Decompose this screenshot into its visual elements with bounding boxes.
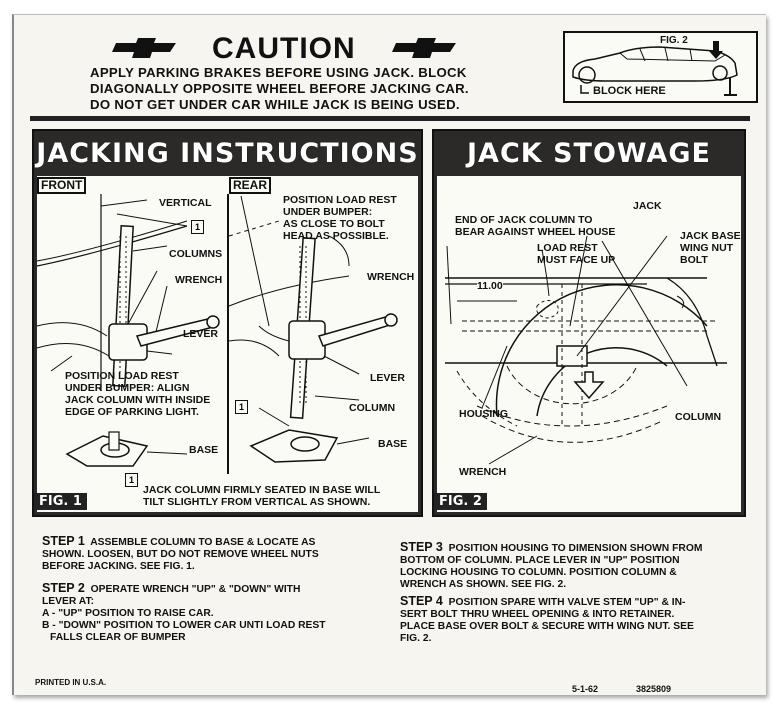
step-3-line-2: BOTTOM OF COLUMN. PLACE LEVER IN "UP" PO… — [400, 555, 680, 566]
step-3-line-3: LOCKING HOUSING TO COLUMN. POSITION COLU… — [400, 567, 677, 578]
printed-in-usa: PRINTED IN U.S.A. — [35, 678, 107, 687]
step-2-heading: STEP 2 — [42, 581, 85, 595]
label-lever-rear: LEVER — [370, 372, 406, 384]
jacking-instructions-panel: JACKING INSTRUCTIONS FRONT REAR — [32, 129, 423, 517]
front-note-line-3: JACK COLUMN WITH INSIDE — [65, 394, 211, 406]
rear-jack-illustration — [228, 195, 398, 463]
step-3: STEP 3 POSITION HOUSING TO DIMENSION SHO… — [400, 541, 745, 591]
step-4-line-3: PLACE BASE OVER BOLT & SECURE WITH WING … — [400, 621, 694, 632]
spare-tire-stowage-illustration — [445, 235, 727, 465]
step-1-line-2: SHOWN. LOOSEN, BUT DO NOT REMOVE WHEEL N… — [42, 549, 319, 560]
label-column-stowage: COLUMN — [675, 411, 722, 423]
stowage-diagram-area: END OF JACK COLUMN TO BEAR AGAINST WHEEL… — [434, 176, 741, 512]
jacking-instructions-title: JACKING INSTRUCTIONS — [36, 138, 419, 169]
caution-line-1: APPLY PARKING BRAKES BEFORE USING JACK. … — [90, 65, 467, 80]
step-1-line-1: ASSEMBLE COLUMN TO BASE & LOCATE AS — [90, 537, 316, 548]
label-load-rest-line-1: LOAD REST — [537, 242, 598, 254]
part-number: 3825809 — [636, 684, 672, 694]
fig-2-label: FIG. 2 — [434, 493, 487, 510]
label-end-of-column-line-2: BEAR AGAINST WHEEL HOUSE — [455, 226, 616, 238]
step-1: STEP 1 ASSEMBLE COLUMN TO BASE & LOCATE … — [42, 535, 382, 573]
jack-stowage-panel: JACK STOWAGE EN — [432, 129, 746, 517]
label-housing: HOUSING — [459, 408, 509, 420]
label-base-rear: BASE — [378, 438, 408, 450]
jacking-diagram-area: FRONT REAR VERTICAL — [34, 176, 418, 512]
footnote-line-1: JACK COLUMN FIRMLY SEATED IN BASE WILL — [143, 484, 381, 496]
step-4-line-4: FIG. 2. — [400, 633, 432, 644]
step-4-heading: STEP 4 — [400, 594, 443, 608]
step-3-line-1: POSITION HOUSING TO DIMENSION SHOWN FROM — [448, 543, 703, 554]
label-load-rest-line-2: MUST FACE UP — [537, 254, 616, 266]
step-2-line-3: A - "UP" POSITION TO RAISE CAR. — [42, 608, 214, 619]
step-4: STEP 4 POSITION SPARE WITH VALVE STEM "U… — [400, 595, 745, 645]
step-1-line-3: BEFORE JACKING. SEE FIG. 1. — [42, 561, 195, 572]
caution-line-2: DIAGONALLY OPPOSITE WHEEL BEFORE JACKING… — [90, 81, 469, 96]
rear-note-line-1: POSITION LOAD REST — [283, 194, 397, 206]
footnote-line-2: TILT SLIGHTLY FROM VERTICAL AS SHOWN. — [143, 496, 371, 508]
front-jack-illustration — [36, 194, 220, 467]
label-wrench-rear: WRENCH — [367, 271, 415, 283]
note-marker-front: 1 — [191, 220, 204, 234]
front-rear-divider — [227, 194, 229, 474]
label-jack-base-line-2: WING NUT — [680, 242, 734, 254]
step-2-line-4: B - "DOWN" POSITION TO LOWER CAR UNTI LO… — [42, 620, 326, 631]
rear-note-line-2: UNDER BUMPER: — [283, 206, 373, 218]
rear-note-line-3: AS CLOSE TO BOLT — [283, 218, 385, 230]
dimension-label: 11.00 — [477, 280, 503, 292]
inset-fig-label: FIG. 2 — [660, 35, 688, 46]
label-wrench-stowage: WRENCH — [459, 466, 507, 478]
label-vertical: VERTICAL — [159, 197, 212, 209]
label-base-front: BASE — [189, 444, 219, 456]
front-note-line-1: POSITION LOAD REST — [65, 370, 179, 382]
step-1-heading: STEP 1 — [42, 534, 85, 548]
front-tag: FRONT — [37, 177, 87, 194]
note-marker-rear: 1 — [235, 400, 248, 414]
step-3-heading: STEP 3 — [400, 540, 443, 554]
label-jack-base-line-3: BOLT — [680, 254, 708, 266]
step-2-line-2: LEVER AT: — [42, 596, 95, 607]
footnote-marker: 1 — [125, 473, 138, 487]
step-2-line-5: FALLS CLEAR OF BUMPER — [50, 632, 186, 643]
step-2-line-1: OPERATE WRENCH "UP" & "DOWN" WITH — [90, 584, 301, 595]
station-wagon-illustration — [572, 41, 738, 96]
label-jack-base-line-1: JACK BASE — [680, 230, 741, 242]
step-4-line-2: SERT BOLT THRU WHEEL OPENING & INTO RETA… — [400, 609, 675, 620]
rear-tag: REAR — [229, 177, 272, 194]
block-here-callout: BLOCK HERE — [593, 85, 666, 97]
front-note-line-4: EDGE OF PARKING LIGHT. — [65, 406, 199, 418]
label-lever-front: LEVER — [183, 328, 219, 340]
label-jack: JACK — [633, 200, 662, 212]
chevrolet-bowtie-icon-right — [392, 38, 456, 58]
step-4-line-1: POSITION SPARE WITH VALVE STEM "UP" & IN… — [448, 597, 686, 608]
label-wrench-front: WRENCH — [175, 274, 223, 286]
inset-figure-car: FIG. 2 BLOCK HERE — [563, 31, 758, 103]
rear-note-line-4: HEAD AS POSSIBLE. — [283, 230, 389, 242]
front-note-line-2: UNDER BUMPER: ALIGN — [65, 382, 190, 394]
jack-stowage-title: JACK STOWAGE — [467, 138, 711, 169]
step-3-line-4: WRENCH AS SHOWN. SEE FIG. 2. — [400, 579, 567, 590]
divider-rule — [30, 116, 750, 121]
caution-title: CAUTION — [212, 32, 356, 65]
step-2: STEP 2 OPERATE WRENCH "UP" & "DOWN" WITH… — [42, 582, 382, 644]
fig-1-label: FIG. 1 — [34, 493, 87, 510]
label-end-of-column-line-1: END OF JACK COLUMN TO — [455, 214, 593, 226]
print-date: 5-1-62 — [572, 684, 599, 694]
caution-line-3: DO NOT GET UNDER CAR WHILE JACK IS BEING… — [90, 97, 460, 112]
chevrolet-bowtie-icon-left — [112, 38, 176, 58]
label-column-rear: COLUMN — [349, 402, 396, 414]
label-columns: COLUMNS — [169, 248, 223, 260]
